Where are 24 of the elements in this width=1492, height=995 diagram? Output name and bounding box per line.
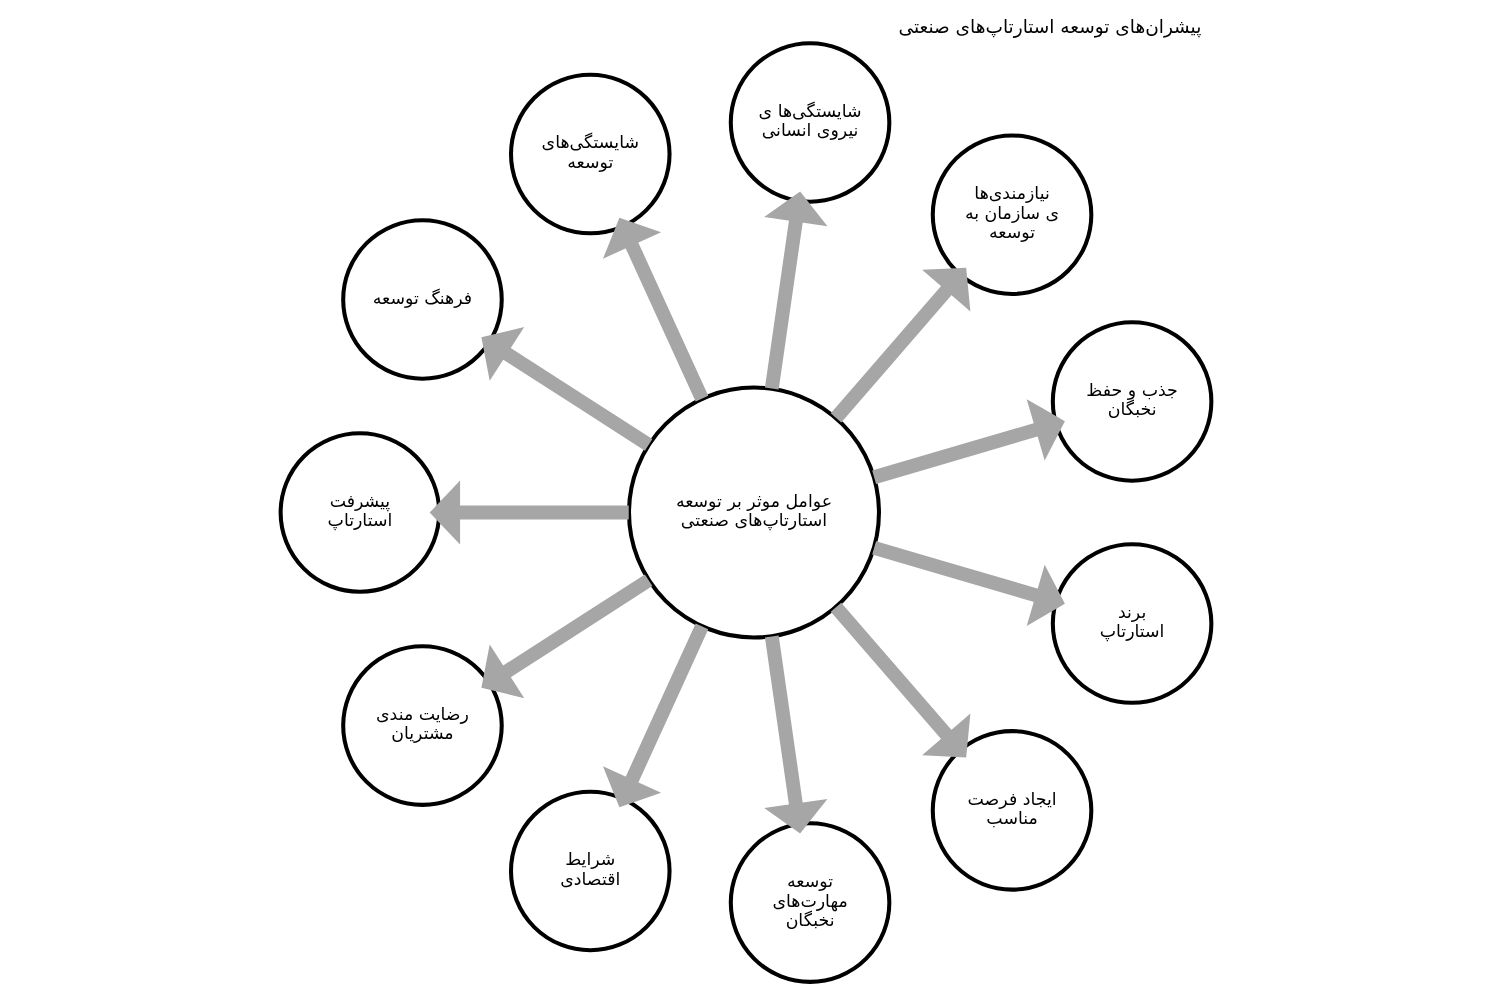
node-circle: توسعه مهارت‌های نخبگان — [728, 821, 892, 984]
node-circle: شایستگی‌ها ی نیروی انسانی — [728, 41, 892, 204]
node-circle: ایجاد فرصت مناسب — [930, 729, 1094, 892]
arrow — [481, 574, 653, 699]
arrow — [872, 399, 1065, 484]
arrow — [830, 602, 971, 758]
arrow — [602, 217, 709, 402]
node-circle: جذب و حفظ نخبگان — [1050, 320, 1214, 483]
node-circle: عوامل موثر بر توسعه استارتاپ‌های صنعتی — [626, 385, 881, 640]
node-circle: شرایط اقتصادی — [508, 789, 672, 953]
arrow — [602, 623, 709, 808]
arrow — [872, 541, 1065, 626]
arrow — [830, 267, 971, 423]
arrow — [764, 191, 828, 390]
arrow — [764, 635, 828, 834]
arrow — [481, 326, 653, 451]
diagram-title: پیشران‌های توسعه استارتاپ‌های صنعتی — [898, 15, 1202, 37]
node-circle: شایستگی‌های توسعه — [508, 72, 672, 236]
node-circle: رضایت مندی مشتریان — [341, 644, 504, 807]
arrow — [429, 480, 629, 545]
node-circle: برند استارتاپ — [1050, 542, 1214, 705]
node-circle: فرهنگ توسعه — [341, 218, 504, 381]
node-circle: نیازمندی‌ها ی سازمان به توسعه — [930, 133, 1094, 296]
node-circle: پیشرفت استارتاپ — [278, 431, 442, 594]
